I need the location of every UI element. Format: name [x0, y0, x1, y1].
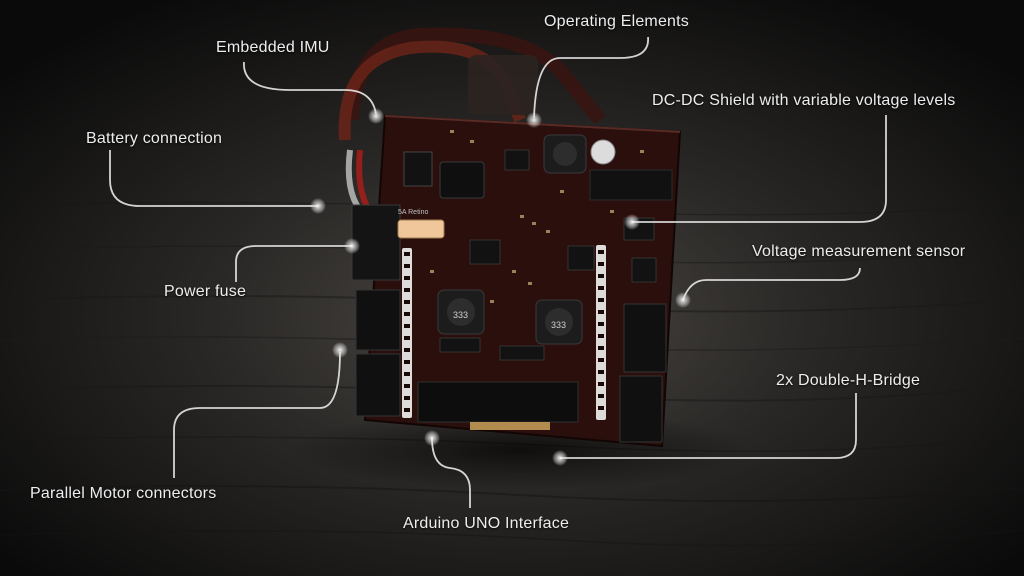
right-connectors	[619, 303, 667, 443]
dot-power-fuse	[344, 238, 360, 254]
arduino-header	[417, 381, 579, 430]
inductor-marking-right: 333	[551, 320, 566, 330]
pcb-board: 333 333 5A Retino	[351, 114, 682, 448]
parallel-motor-connectors	[351, 204, 401, 417]
imu-chip	[439, 161, 485, 199]
label-embedded-imu: Embedded IMU	[216, 39, 330, 56]
line-parallel-motor	[173, 351, 341, 478]
callout-lines	[109, 36, 887, 508]
label-double-h-bridge: 2x Double-H-Bridge	[776, 372, 921, 389]
label-power-fuse: Power fuse	[164, 283, 247, 300]
jumper-block	[403, 151, 433, 187]
top-connector	[589, 169, 673, 201]
dot-dcdc-shield	[624, 214, 640, 230]
line-dcdc-shield	[632, 115, 887, 223]
dot-parallel-motor	[332, 342, 348, 358]
line-power-fuse	[235, 245, 352, 282]
dot-arduino-interface	[424, 430, 440, 446]
line-battery-connection	[109, 150, 318, 207]
ic-chips	[439, 149, 657, 361]
line-voltage-sensor	[682, 267, 861, 301]
line-embedded-imu	[243, 61, 377, 115]
label-voltage-sensor: Voltage measurement sensor	[752, 243, 966, 260]
callout-dots	[310, 108, 691, 466]
line-operating-elements	[533, 36, 649, 119]
line-arduino-interface	[431, 437, 471, 508]
dot-battery-connection	[310, 198, 326, 214]
power-fuse-part	[397, 219, 445, 239]
dot-double-h-bridge	[552, 450, 568, 466]
label-parallel-motor: Parallel Motor connectors	[30, 485, 217, 502]
label-dcdc-shield: DC-DC Shield with variable voltage level…	[652, 92, 956, 109]
dot-embedded-imu	[368, 108, 384, 124]
inductor-marking-left: 333	[453, 310, 468, 320]
dot-operating-elements	[526, 112, 542, 128]
label-battery-connection: Battery connection	[86, 130, 223, 147]
inductors	[437, 134, 587, 345]
pin-header-holes	[404, 250, 604, 412]
fuse-marking: 5A Retino	[398, 209, 428, 216]
dot-voltage-sensor	[675, 292, 691, 308]
label-arduino-interface: Arduino UNO Interface	[403, 515, 570, 532]
smd-parts	[430, 130, 644, 303]
label-operating-elements: Operating Elements	[544, 13, 690, 30]
line-double-h-bridge	[560, 393, 857, 459]
electrolytic-capacitor	[590, 139, 616, 165]
